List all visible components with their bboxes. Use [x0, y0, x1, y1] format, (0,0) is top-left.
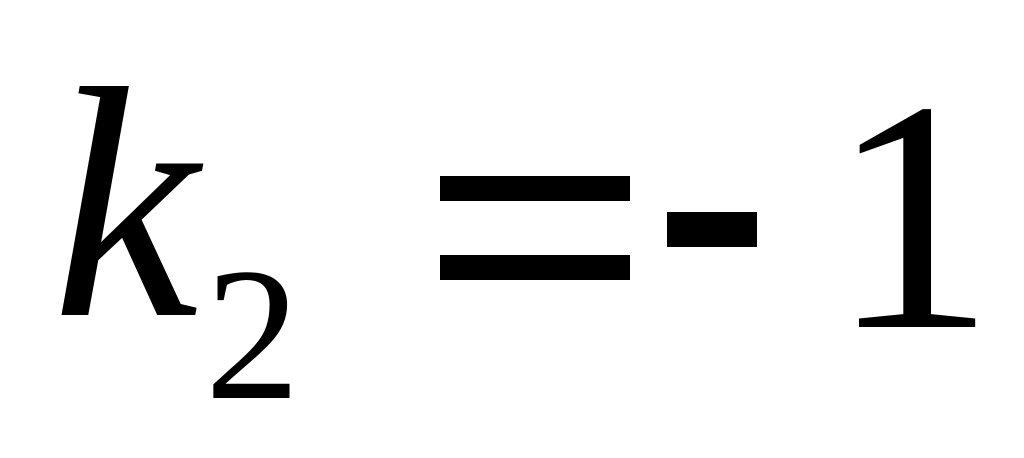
equals-sign: =	[440, 176, 630, 280]
value-1: 1	[830, 34, 995, 399]
equals-bar-bottom	[440, 255, 630, 280]
variable-k: k	[52, 22, 199, 387]
equals-bar-top	[440, 176, 630, 201]
minus-sign-text: -	[667, 212, 668, 213]
minus-sign: -	[667, 212, 757, 247]
subscript-2: 2	[205, 230, 300, 440]
